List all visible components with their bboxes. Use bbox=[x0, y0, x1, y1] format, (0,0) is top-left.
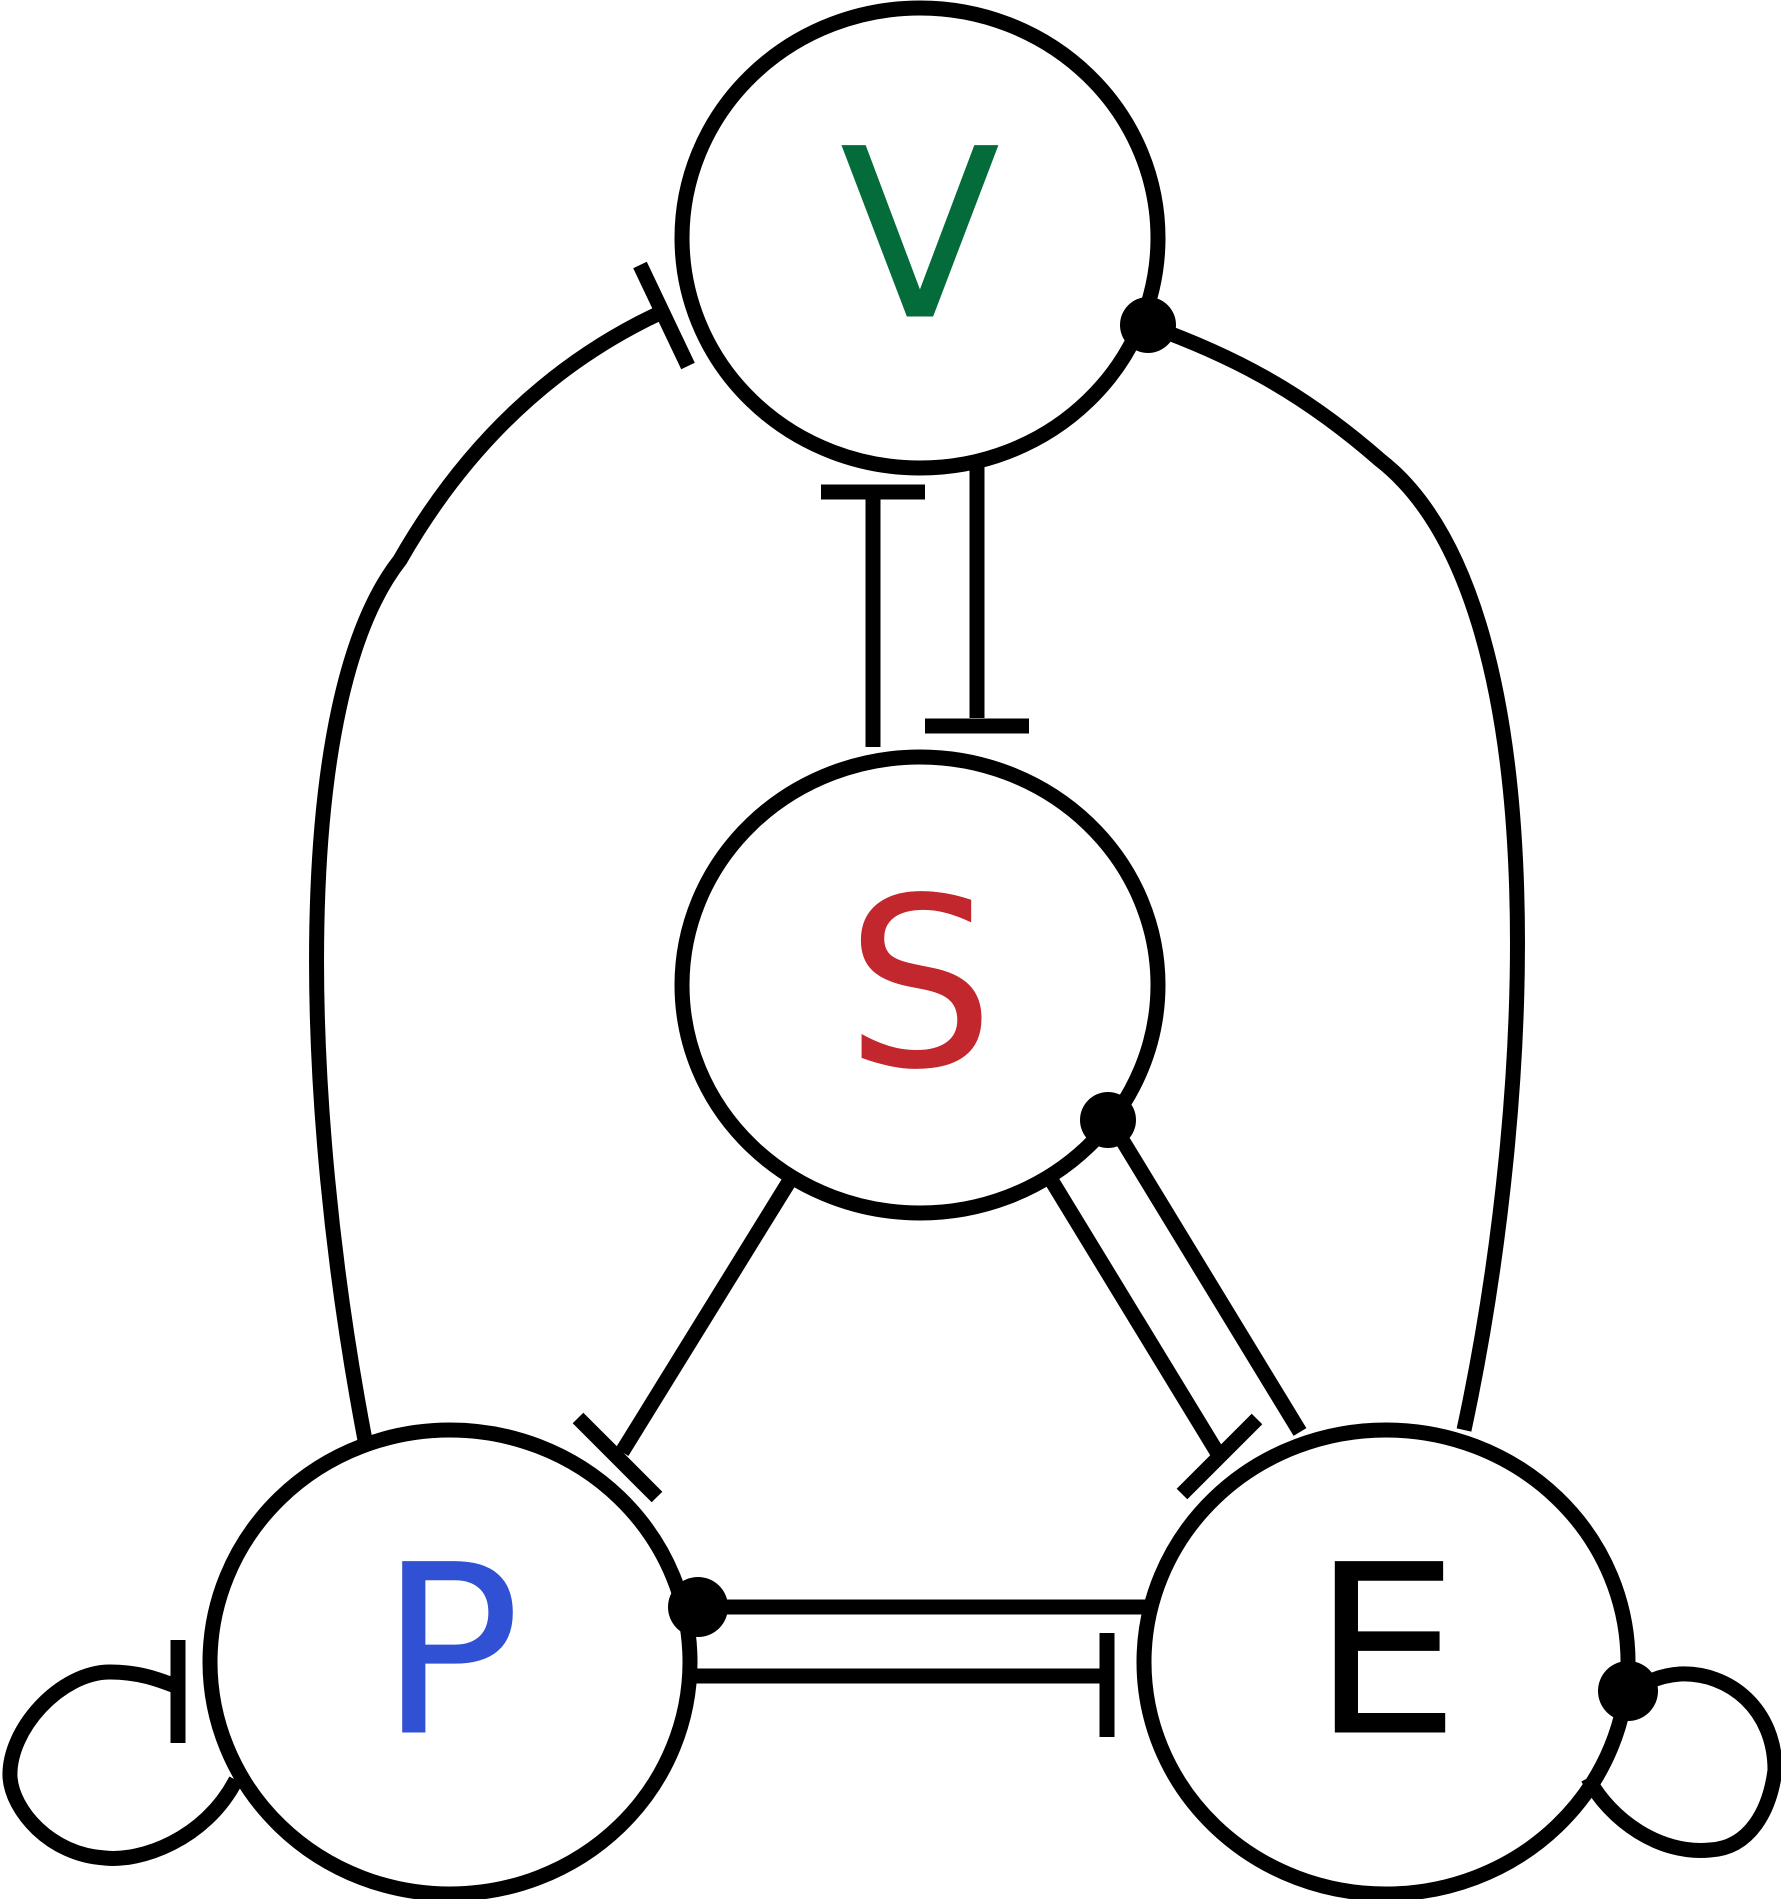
node-s-circle bbox=[674, 749, 1166, 1221]
node-p-label: P bbox=[379, 1516, 521, 1789]
edge-e-to-p-dot bbox=[668, 1577, 728, 1637]
edge-e-to-v bbox=[1147, 318, 1525, 1432]
edge-s-to-e bbox=[1043, 1174, 1224, 1456]
edge-e-self-loop bbox=[1581, 1666, 1781, 1858]
edge-e-to-s-dot bbox=[1080, 1092, 1136, 1148]
edge-s-to-p-bar bbox=[572, 1412, 663, 1503]
edge-p-to-v-bar bbox=[633, 261, 695, 370]
edge-s-to-p bbox=[615, 1168, 802, 1456]
edge-e-to-v-dot bbox=[1120, 297, 1176, 353]
node-v-circle bbox=[674, 0, 1166, 476]
edge-e-self-loop-dot bbox=[1598, 1661, 1658, 1721]
node-e-label: E bbox=[1312, 1516, 1460, 1789]
node-v-label: V bbox=[840, 100, 1001, 373]
edge-p-to-v bbox=[309, 305, 666, 1442]
edge-e-to-s bbox=[1103, 1116, 1307, 1436]
node-s-label: S bbox=[845, 849, 994, 1122]
edge-s-to-e-bar bbox=[1176, 1413, 1263, 1500]
edge-p-self-loop bbox=[2, 1664, 243, 1866]
node-p-circle bbox=[202, 1422, 698, 1899]
